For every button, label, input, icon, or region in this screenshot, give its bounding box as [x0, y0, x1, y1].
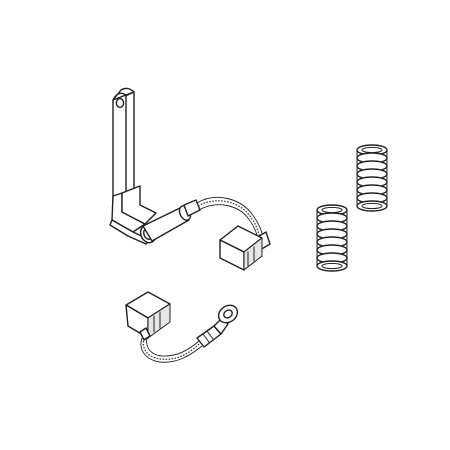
- coil-spring-lower-icon: [316, 204, 348, 272]
- ring-terminal-icon: [196, 304, 239, 348]
- carbon-brush-upper-icon: [219, 225, 263, 272]
- coil-spring-upper-icon: [356, 144, 388, 212]
- carbon-brush-icon: [125, 291, 171, 341]
- braided-lead-lower-icon: [140, 336, 203, 363]
- brush-holder-bracket-icon: [109, 87, 201, 245]
